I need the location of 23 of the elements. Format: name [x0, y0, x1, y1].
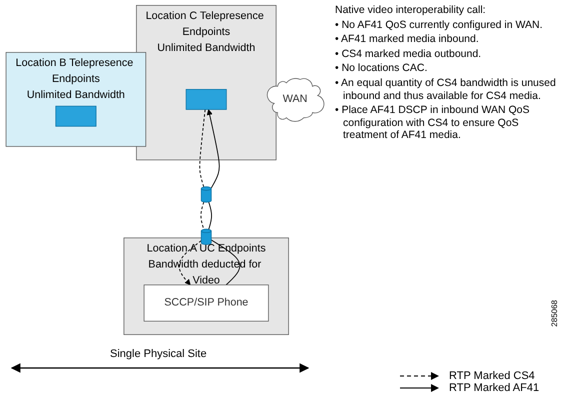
cluster: Location B Telepresence Endpoints Unlimited Bandwidth: [6, 52, 146, 147]
note-item: • AF41 marked media inbound.: [335, 33, 480, 46]
legend-label: RTP Marked CS4: [449, 370, 535, 382]
figure-number: 285068: [550, 300, 559, 327]
connector: [199, 109, 206, 188]
node-cylinder: [200, 186, 212, 203]
note-item: • No locations CAC.: [335, 62, 428, 75]
node-box: SCCP/SIP Phone: [144, 284, 269, 322]
arrow: [206, 109, 220, 189]
note-item: • Place AF41 DSCP in inbound WAN QoS configuration with CS4 to ensure QoS treatment of AF41 media.: [335, 104, 531, 142]
cluster: Location C Telepresence Endpoints Unlimited Bandwidth: [136, 5, 276, 160]
legend-label: RTP Marked AF41: [449, 382, 540, 394]
note-item: • An equal quantity of CS4 bandwidth is unused inbound and thus available for CS4 media.: [335, 76, 557, 102]
note-heading: Native video interoperability call:: [335, 4, 487, 17]
node-box: [186, 89, 227, 110]
note-item: • CS4 marked media outbound.: [335, 48, 482, 60]
node-box: [55, 106, 96, 127]
node-cylinder: [200, 228, 212, 245]
connector: [208, 202, 212, 230]
span-label: Single Physical Site: [110, 348, 207, 360]
arrow: [178, 240, 202, 286]
connector: [200, 202, 204, 230]
note-item: • No AF41 QoS currently configured in WAN.: [335, 18, 544, 32]
